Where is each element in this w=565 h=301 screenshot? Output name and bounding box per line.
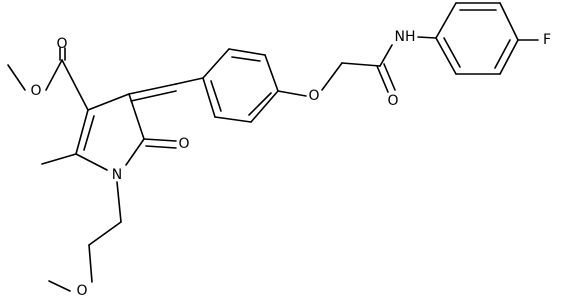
bond-ring-c2-n1 — [75, 153, 108, 171]
bond-aryl1-inner-2 — [248, 92, 272, 116]
atom-label-o-keto: O — [178, 136, 189, 152]
bond-aryl1-d — [250, 90, 279, 123]
bond-aryl1-inner-3 — [210, 80, 222, 112]
bond-ch2-amide-c — [341, 62, 381, 67]
bond-o-ester-carbonyl-c — [45, 59, 63, 91]
bond-ch2-o-methoxy — [88, 244, 93, 283]
atom-label-f: F — [543, 32, 551, 48]
atom-label-o-methoxy: O — [76, 283, 87, 299]
bond-aryl1-a — [202, 48, 230, 79]
bond-aryl2-inner-3 — [443, 37, 461, 68]
bond-aryl1-e — [214, 116, 252, 123]
atom-labels: O O N O O O O NH F — [30, 29, 551, 299]
bond-methylidene-aryl — [175, 77, 204, 85]
bond-amide-c-o-double — [383, 63, 396, 91]
bond-o-methoxy-ch3 — [48, 280, 71, 292]
atom-label-nh-amide: NH — [395, 29, 416, 45]
bonds — [7, 2, 539, 292]
bond-aryl1-o-ether — [277, 90, 307, 97]
bond-n1-ch2 — [116, 181, 122, 223]
atom-label-o-ester: O — [30, 83, 41, 99]
bond-nh-aryl2 — [417, 36, 437, 39]
bond-ring-c5-keto-o — [143, 138, 177, 142]
bond-o-ether-ch2 — [321, 62, 343, 91]
bond-aryl2-inner-2 — [494, 39, 511, 69]
bond-ring-c5-keto-o-double — [145, 145, 177, 149]
bond-ring-c2-methyl — [41, 153, 77, 165]
bond-aryl1-b — [228, 48, 266, 56]
bond-amide-c-o — [376, 65, 389, 93]
bond-aryl1-f — [202, 77, 216, 118]
bond-ch2-ch2 — [88, 221, 122, 246]
bond-aryl2-f — [435, 37, 457, 75]
atom-label-n-ring: N — [112, 167, 122, 183]
bond-c4-methylidene — [128, 83, 177, 95]
bond-aryl1-c — [264, 54, 279, 92]
bond-aryl2-a — [435, 2, 457, 39]
bond-methyl-o-ester — [7, 64, 26, 91]
bond-ring-c3-c2-double — [83, 115, 95, 151]
bond-amide-c-nh — [379, 44, 393, 67]
bond-ring-c4-c3 — [87, 93, 130, 111]
bond-c4-methylidene-double — [130, 90, 177, 102]
atom-label-o-ether: O — [308, 88, 319, 104]
atom-label-o-amide: O — [387, 93, 398, 109]
bond-aryl2-d — [499, 39, 519, 75]
bond-aryl1-inner-1 — [231, 56, 261, 62]
bond-aryl2-c — [499, 2, 519, 41]
bond-ring-n1-c5 — [125, 138, 145, 166]
bond-carbonyl-c-ring — [61, 59, 89, 111]
bond-ring-c3-c2 — [75, 109, 89, 155]
atom-label-o-carbonyl: O — [56, 36, 67, 52]
